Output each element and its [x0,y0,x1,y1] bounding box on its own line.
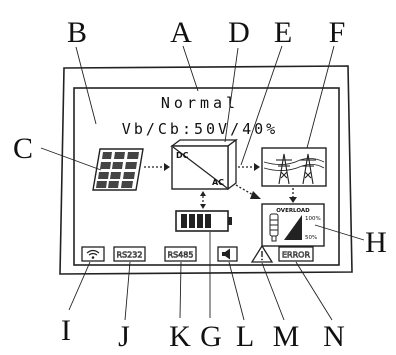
battery-readout-text: Vb/Cb:50V/40% [122,120,278,138]
flow-arrow-panel-to-converter [144,163,170,171]
callout-n: N [323,320,345,353]
status-text: Normal [161,94,239,112]
callout-c: C [13,132,33,165]
error-indicator: ERROR [279,247,313,261]
callout-d: D [228,16,250,49]
callout-e: E [274,16,292,49]
wifi-icon [82,247,104,261]
overload-title: OVERLOAD [276,208,310,214]
callout-h: H [365,226,387,259]
power-tower-icon [262,148,326,186]
callout-l: L [236,320,254,353]
rs485-indicator: RS485 [165,247,196,261]
callout-k: K [169,320,191,353]
rs485-label: RS485 [168,251,194,260]
overload-meter-icon: OVERLOAD 100% 50% [262,204,324,246]
converter-ac-label: AC [212,178,224,187]
callout-j: J [118,320,130,353]
converter-dc-label: DC [176,151,189,160]
overload-high-label: 100% [305,216,321,222]
speaker-icon [218,247,237,261]
callout-i: I [61,314,71,347]
battery-icon [176,191,232,231]
warning-icon [252,246,272,262]
error-label: ERROR [282,251,310,260]
rs232-indicator: RS232 [114,247,145,261]
flow-arrow-grid-to-overload [289,188,297,203]
dc-ac-converter-icon: DC AC [172,140,236,189]
callout-f: F [329,16,346,49]
flow-arrow-converter-to-overload [236,185,261,199]
callout-b: B [67,16,87,49]
callout-g: G [200,320,222,353]
callout-m: M [273,320,300,353]
overload-low-label: 50% [305,235,317,241]
callout-a: A [170,16,192,49]
rs232-label: RS232 [117,251,143,260]
